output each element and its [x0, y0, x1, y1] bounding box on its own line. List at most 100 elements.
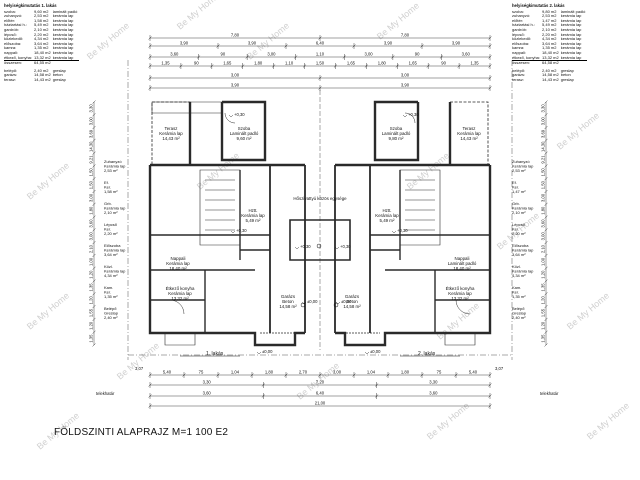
table-cell-area: 1,47 m2 [542, 17, 557, 23]
side-label-line: 3,64 m² [512, 252, 526, 257]
dimension-label: 3,00 [541, 116, 546, 125]
table-cell-area: 9,80 m2 [542, 8, 557, 14]
table-cell-area: 5,49 m2 [34, 22, 49, 28]
side-room-label: Kam.Ker.1,35 m² [104, 285, 118, 299]
dimension-label: 1,65 [223, 61, 232, 66]
dimension-tick [544, 177, 548, 181]
table-cell-floor: greslap [52, 67, 66, 73]
room-label-kozos: Hőszivattyú közös egysége [293, 196, 347, 201]
table-cell-name: közlekedő: [512, 36, 532, 42]
side-label-line: Zuhanyzó [512, 159, 530, 164]
dimension-label: 1,04 [367, 370, 376, 375]
side-label-line: 2,10 m² [104, 210, 118, 215]
site-boundary-label: telekhatár [96, 391, 115, 396]
dimension-tick [544, 304, 548, 309]
dimension-label: 3,60 [541, 219, 546, 228]
dimension-label: 1,00 [541, 257, 546, 266]
table-cell-name: előtér: [4, 17, 16, 23]
dimension-label: 3,60 [462, 52, 471, 57]
dimension-label: 3,60 [203, 391, 212, 396]
table-cell-floor: kerámia lap [560, 45, 582, 51]
dimension-label: 1,50 [89, 180, 94, 189]
room-label-line: Étkező konyha [446, 286, 475, 291]
dimension-label: 1,50 [316, 61, 325, 66]
room-label-line: Hztt. [248, 208, 257, 213]
room-szoba-2-walls [373, 100, 452, 165]
stair-right [399, 169, 441, 246]
dimension-tick [544, 228, 548, 232]
level-value: +0,30 [340, 244, 351, 249]
level-triangle-icon [334, 246, 340, 250]
level-triangle-icon [364, 351, 370, 355]
table-row: összesen:64,58 m2 [512, 60, 588, 66]
side-label-line: 1,58 m² [104, 189, 118, 194]
site-boundary-label: telekhatár [540, 391, 559, 396]
dimension-label: 21,00 [315, 401, 326, 406]
dimension-label: 3,00 [333, 370, 342, 375]
dimension-tick [544, 151, 548, 155]
table-cell-name: gardrób: [4, 26, 19, 32]
table-cell-name: szoba: [4, 8, 16, 14]
table-cell-name: nappali: [4, 49, 19, 55]
dimension-label: 3,30 [541, 104, 546, 113]
dimension-label: 1,65 [347, 61, 356, 66]
dimension-tick [92, 189, 96, 194]
dimension-label: 3,90 [180, 41, 189, 46]
level-value: ±0,00 [307, 299, 318, 304]
watermark-text: Be My Home [85, 20, 131, 61]
dimension-tick [544, 189, 548, 194]
table-cell-name: terasz: [512, 76, 525, 82]
watermark-text: Be My Home [375, 0, 421, 41]
room-label-line: 9,60 m² [237, 136, 252, 141]
dimension-tick [92, 100, 96, 104]
partition-walls-right [370, 170, 490, 333]
side-label-line: Ef. [512, 180, 517, 185]
side-label-line: Ker. [512, 290, 519, 295]
side-label-line: 1,35 m² [512, 294, 526, 299]
dimension-label: 75 [199, 370, 204, 375]
room-label-line: Beton [346, 299, 358, 304]
dimension-tick [544, 215, 548, 219]
dimension-label: 3,90 [231, 83, 240, 88]
side-label-line: 2,53 m² [104, 168, 118, 173]
table-cell-area: 2,40 m2 [34, 67, 49, 73]
level-value: +0,30 [397, 228, 408, 233]
dimension-tick [544, 241, 548, 245]
room-label-line: 13,32 m² [451, 296, 469, 301]
room-label-line: 14,43 m² [460, 136, 478, 141]
room-label-line: Garázs [281, 294, 296, 299]
dimension-label: 7,80 [401, 33, 410, 38]
table-cell-floor: kerámia lap [52, 13, 74, 19]
table-cell-name: gardrób: [512, 26, 527, 32]
side-label-line: 1,47 m² [512, 189, 526, 194]
side-label-line: 4,34 m² [104, 273, 118, 278]
table-cell-name: lépcső: [4, 31, 17, 37]
table-cell-area: 2,20 m2 [542, 31, 557, 37]
dimension-label: 3,00 [541, 232, 546, 241]
dimension-label: 3,00 [89, 232, 94, 241]
table-cell-floor [52, 60, 80, 66]
table-cell-floor: beton [52, 72, 63, 78]
dimension-label: 3,00 [267, 52, 276, 57]
dimension-label: 1,55 [541, 308, 546, 317]
level-marks: +0,30+0,30+0,30+0,30+0,30±0,00±0,00±0,00… [228, 112, 419, 355]
dimension-label: 1,20 [541, 321, 546, 330]
table-row: összesen:64,55 m2 [4, 60, 80, 66]
level-value: +0,30 [236, 228, 247, 233]
room-szoba-1-walls [188, 100, 267, 165]
dimension-tick [544, 317, 548, 322]
dimension-label: 3,69 [541, 129, 546, 138]
